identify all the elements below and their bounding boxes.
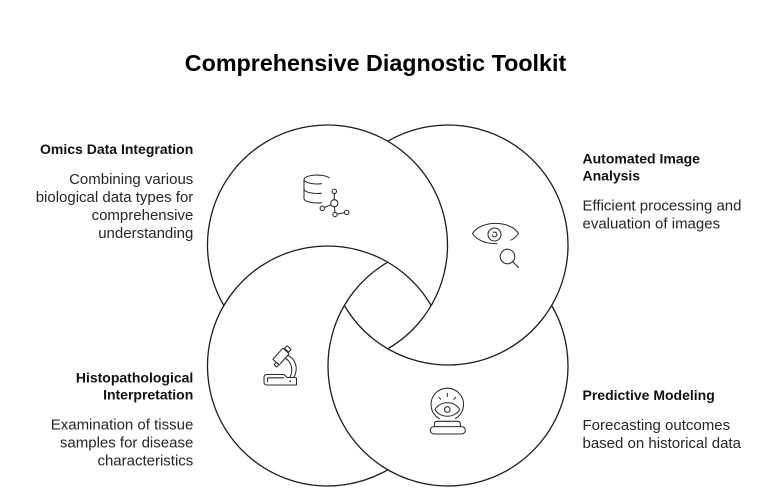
microscope-arm-inner [284,357,293,379]
section-histopathological-interpretation: Histopathological Interpretation Examina… [25,368,194,471]
network-node [319,205,326,212]
ring-histopathological-interpretation [206,245,432,487]
network-hub-node [330,199,339,208]
microscope-icon [263,345,298,386]
section-omics-data-integration: Omics Data Integration Combining various… [25,140,194,243]
network-node [332,211,338,218]
section-heading: Predictive Modeling [582,386,715,403]
ring-omics-data-integration [206,124,449,350]
crystal-ball-globe [430,387,465,420]
magnifier-lens [499,248,516,265]
microscope-base [263,373,298,386]
eye-pupil [491,231,498,238]
ring-predictive-modeling [327,261,569,487]
magnifier-clearance [491,240,524,273]
eye-magnifier-icon [471,222,524,273]
crystal-ball-stand-top [433,420,461,427]
network-node [343,209,350,216]
network-link [336,212,346,215]
crystal-ball-stand-base [429,426,466,435]
database-bottom-band [303,197,322,204]
section-description: Combining various biological data types … [35,170,194,242]
microscope-objective [273,361,280,368]
section-automated-image-analysis: Automated Image Analysis Efficient proce… [583,150,751,234]
crystal-ball-pupil [443,406,451,413]
section-heading: Histopathological Interpretation [75,368,194,403]
microscope-knob [289,380,292,383]
eye-outline [471,222,520,245]
section-description: Efficient processing and evaluation of i… [582,197,742,233]
section-heading: Automated Image Analysis [582,149,700,184]
section-heading: Omics Data Integration [40,140,194,157]
database-middle-band [303,188,322,194]
magnifier-handle [512,261,520,269]
database-top-ellipse [303,174,330,185]
eye-iris [487,227,502,242]
diagram-title: Comprehensive Diagnostic Toolkit [184,49,567,76]
crystal-ball-ray [453,396,457,400]
section-description: Forecasting outcomes based on historical… [582,416,741,452]
microscope-arm-outer [287,354,297,379]
network-node [331,188,338,195]
crystal-ball-ray [438,396,442,400]
database-network-icon [303,174,350,218]
crystal-ball-eye [434,402,461,417]
section-description: Examination of tissue samples for diseas… [50,416,194,470]
microscope-stage [266,377,285,383]
ring-automated-image-analysis [343,124,569,366]
section-predictive-modeling: Predictive Modeling Forecasting outcomes… [583,387,751,453]
microscope-eyepiece [284,345,292,353]
crystal-ball-icon [429,387,466,435]
microscope-optics [272,345,292,368]
network-link [323,204,332,209]
